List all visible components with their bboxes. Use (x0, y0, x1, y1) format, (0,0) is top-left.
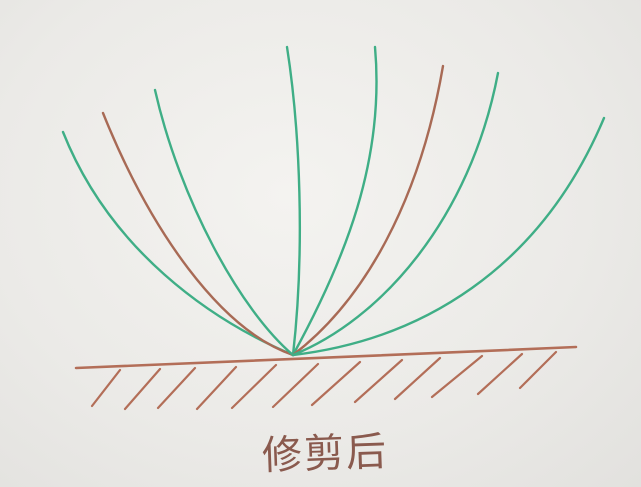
branch-6 (291, 64, 445, 357)
branch-2 (101, 111, 295, 357)
branch-5 (291, 45, 378, 357)
caption-after-pruning: 修剪后 (261, 428, 389, 480)
branch-4 (285, 45, 302, 357)
ground-hatching (90, 350, 558, 411)
branch-8 (291, 116, 606, 357)
branches-group (61, 45, 606, 357)
branch-3 (153, 88, 295, 357)
branch-7 (291, 71, 500, 357)
ground-line (74, 345, 578, 370)
